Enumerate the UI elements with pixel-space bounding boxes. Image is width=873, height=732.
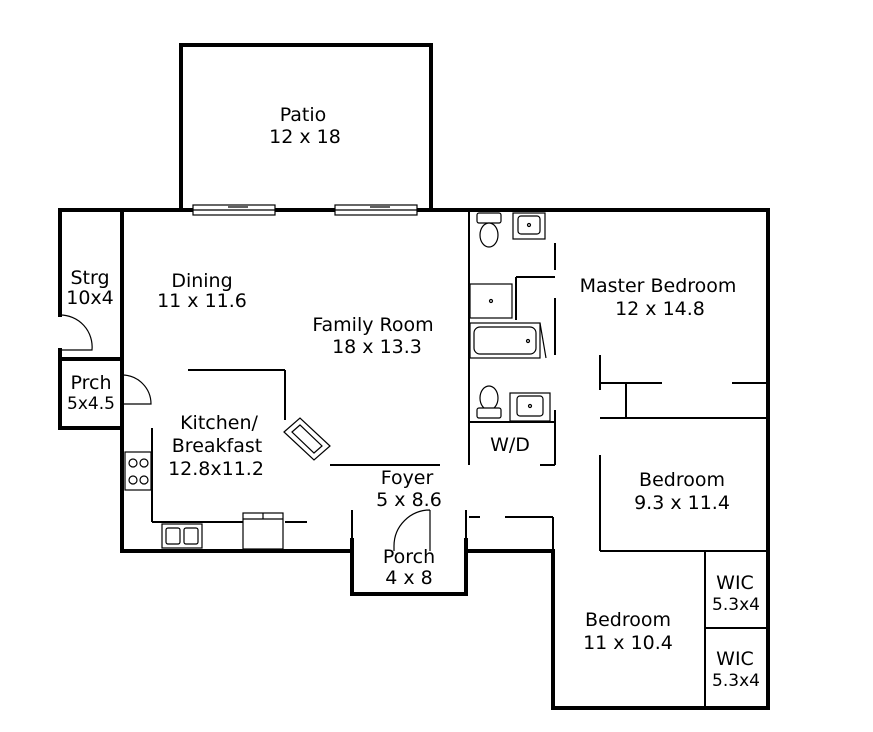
dining-size: 11 x 11.6 [157,290,247,312]
exterior-walls [58,208,770,710]
front-door [393,509,431,551]
back-porch-size: 5x4.5 [67,394,115,414]
patio-name: Patio [280,104,327,126]
family-room-size: 18 x 13.3 [332,336,422,358]
master-bedroom-name: Master Bedroom [580,275,737,297]
kitchen-sink [161,523,203,549]
sink-lower [509,392,551,422]
bedroom-2-size: 9.3 x 11.4 [634,492,730,514]
toilet-upper [476,212,502,248]
wic-2-name: WIC [716,648,754,670]
wic-1-size: 5.3x4 [712,595,760,615]
patio-walls [179,43,433,212]
interior-walls [151,210,768,708]
master-bedroom-size: 12 x 14.8 [615,298,705,320]
toilet-lower [476,385,502,419]
foyer-size: 5 x 8.6 [376,489,442,511]
stove [124,451,152,491]
foyer-name: Foyer [381,467,434,489]
laundry-name: W/D [490,434,530,456]
back-porch-door [121,374,152,405]
kitchen-size: 12.8x11.2 [168,458,264,480]
bedroom-3-name: Bedroom [585,609,671,631]
sink-upper [512,212,546,240]
storage-name: Strg [70,267,109,289]
porch-name: Porch [383,546,435,568]
refrigerator [242,512,284,550]
kitchen-name-line2: Breakfast [172,435,262,457]
bedroom-2-name: Bedroom [639,469,725,491]
dining-name: Dining [171,270,232,292]
family-room-name: Family Room [312,314,433,336]
patio-size: 12 x 18 [269,126,341,148]
storage-door [59,314,93,351]
wic-1-name: WIC [716,572,754,594]
porch-size: 4 x 8 [385,567,433,589]
bedroom-3-size: 11 x 10.4 [583,632,673,654]
front-porch-walls [350,538,468,596]
sliding-door-left [192,204,276,216]
fireplace [283,417,331,461]
kitchen-name-line1: Kitchen/ [180,412,258,434]
wic-2-size: 5.3x4 [712,671,760,691]
shower-stall [469,283,513,319]
bathtub [469,322,547,359]
storage-size: 10x4 [66,287,114,309]
back-porch-name: Prch [70,372,111,394]
sliding-door-right [334,204,418,216]
